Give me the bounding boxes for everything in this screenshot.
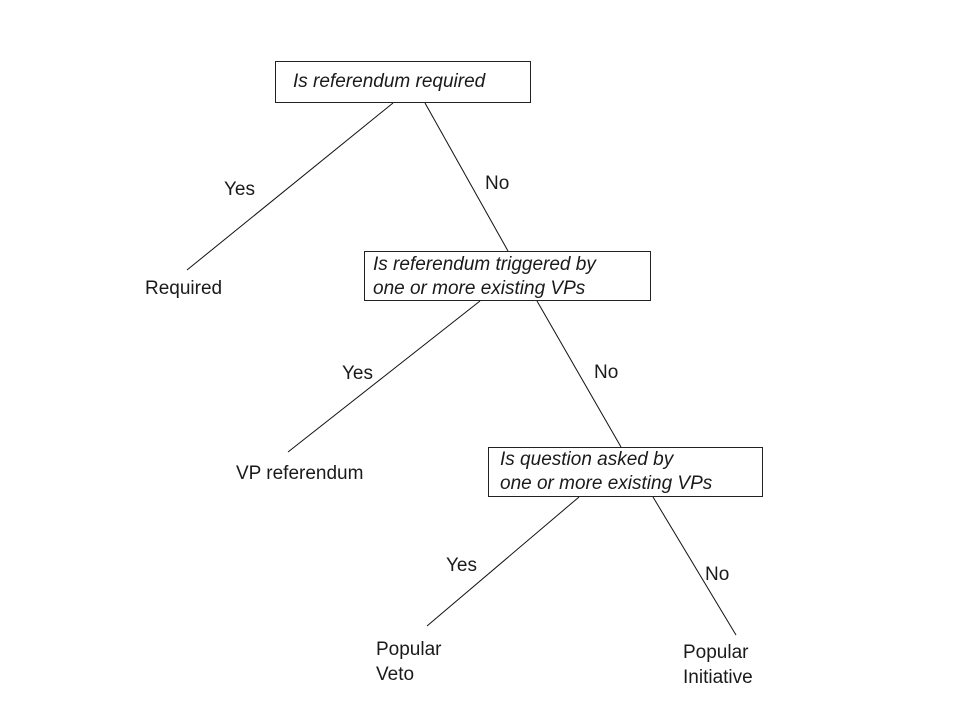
outcome-vp-referendum: VP referendum bbox=[236, 463, 364, 484]
outcome-popular-veto: Popular Veto bbox=[376, 637, 442, 687]
outcome-line-2: Veto bbox=[376, 664, 415, 685]
decision-node-triggered-by-vps: Is referendum triggered by one or more e… bbox=[364, 251, 651, 301]
edge-q2-yes bbox=[287, 300, 481, 453]
edge-label-q2-no: No bbox=[594, 362, 619, 383]
edge-q1-yes bbox=[186, 102, 394, 271]
decision-text-line-2: one or more existing VPs bbox=[500, 473, 713, 494]
decision-text-line-1: Is question asked by bbox=[500, 449, 674, 470]
edge-label-q2-yes: Yes bbox=[342, 363, 373, 384]
edge-label-q1-no: No bbox=[485, 173, 510, 194]
outcome-required: Required bbox=[145, 278, 223, 299]
edge-q3-yes bbox=[426, 496, 580, 627]
edge-q2-no bbox=[536, 300, 622, 448]
decision-node-referendum-required: Is referendum required bbox=[275, 61, 531, 103]
decision-node-question-asked-by-vps: Is question asked by one or more existin… bbox=[488, 447, 763, 497]
outcome-line-1: Popular bbox=[683, 642, 749, 663]
outcome-line-2: Initiative bbox=[683, 667, 753, 688]
decision-text: Is referendum required bbox=[293, 71, 486, 92]
edge-label-q1-yes: Yes bbox=[224, 179, 255, 200]
edge-label-q3-no: No bbox=[705, 564, 730, 585]
decision-text-line-1: Is referendum triggered by bbox=[373, 254, 596, 275]
decision-text-line-2: one or more existing VPs bbox=[373, 278, 586, 299]
outcome-line-1: Popular bbox=[376, 639, 442, 660]
edge-label-q3-yes: Yes bbox=[446, 555, 477, 576]
outcome-popular-initiative: Popular Initiative bbox=[683, 640, 753, 690]
edge-q1-no bbox=[424, 102, 509, 252]
edge-q3-no bbox=[652, 496, 737, 636]
